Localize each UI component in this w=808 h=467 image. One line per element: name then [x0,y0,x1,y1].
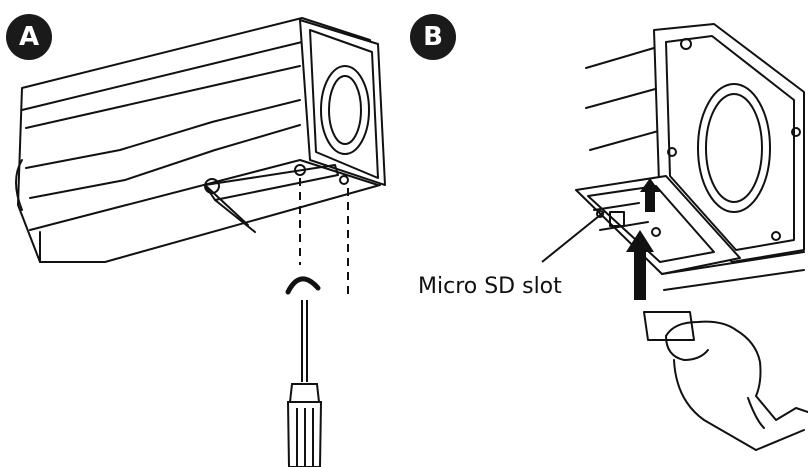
step-badge-b: B [410,14,456,60]
insert-arrow-icon [626,178,660,300]
panel-b: B Micro SD slot [404,0,808,467]
camera-housing-illustration [15,17,386,467]
micro-sd-slot-label: Micro SD slot [418,274,562,299]
rotate-arrow-icon [285,276,321,295]
screwdriver-icon [286,300,323,467]
sd-card-insertion-illustration [541,23,808,451]
step-badge-a: A [6,14,52,60]
panel-a: A [6,14,386,467]
sd-card-icon [643,311,695,341]
hand-icon [665,320,808,451]
